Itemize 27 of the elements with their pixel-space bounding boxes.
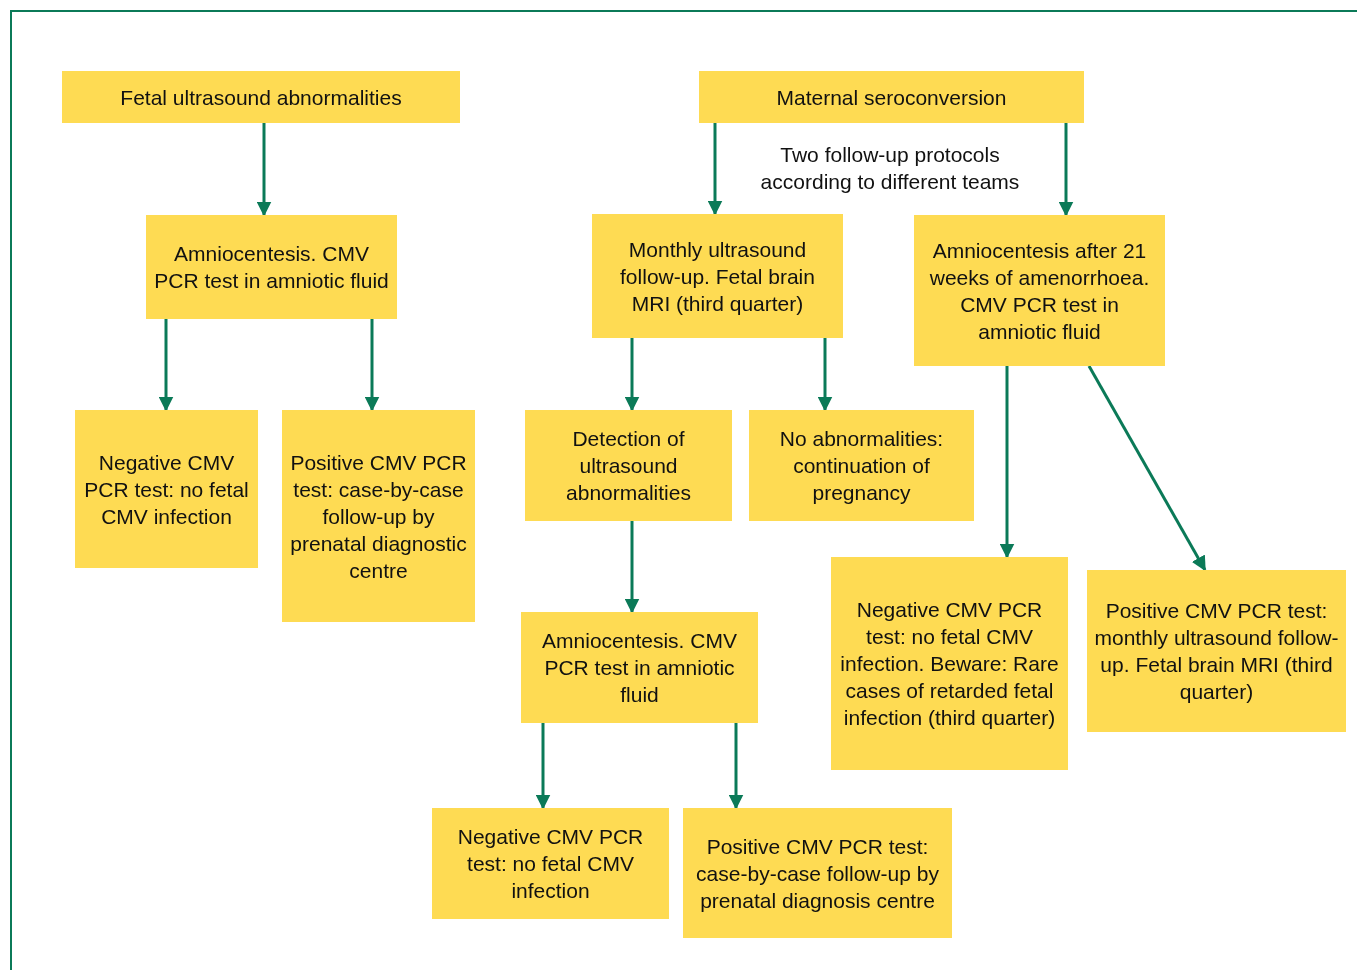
arrow [1087, 365, 1207, 572]
process-box: Amniocentesis. CMV PCR test in amniotic fluid [146, 215, 397, 319]
arrow [624, 521, 640, 614]
annotation-text: Two follow-up protocols according to different teams [759, 142, 1021, 195]
process-box: No abnormalities: continuation of pregnancy [749, 410, 974, 521]
process-box: Negative CMV PCR test: no fetal CMV infection [75, 410, 258, 568]
arrow [158, 319, 174, 412]
arrow [817, 338, 833, 412]
process-box: Maternal seroconversion [699, 71, 1084, 123]
arrow [1058, 123, 1074, 217]
arrow [535, 723, 551, 810]
arrow [999, 366, 1015, 559]
process-box: Positive CMV PCR test: case-by-case follow-up by prenatal diagnosis centre [683, 808, 952, 938]
arrow [707, 123, 723, 216]
process-box: Positive CMV PCR test: case-by-case follow-up by prenatal diagnostic centre [282, 410, 475, 622]
process-box: Fetal ultrasound abnormalities [62, 71, 460, 123]
process-box: Detection of ultrasound abnormalities [525, 410, 732, 521]
arrow [256, 123, 272, 217]
process-box: Negative CMV PCR test: no fetal CMV infection [432, 808, 669, 919]
process-box: Positive CMV PCR test: monthly ultrasound follow-up. Fetal brain MRI (third quarter) [1087, 570, 1346, 732]
process-box: Monthly ultrasound follow-up. Fetal brain MRI (third quarter) [592, 214, 843, 338]
arrow [728, 723, 744, 810]
process-box: Amniocentesis. CMV PCR test in amniotic fluid [521, 612, 758, 723]
process-box: Amniocentesis after 21 weeks of amenorrhoea. CMV PCR test in amniotic fluid [914, 215, 1165, 366]
process-box: Negative CMV PCR test: no fetal CMV infection. Beware: Rare cases of retarded fetal infection (third quarter) [831, 557, 1068, 770]
arrow [624, 338, 640, 412]
arrow [364, 319, 380, 412]
